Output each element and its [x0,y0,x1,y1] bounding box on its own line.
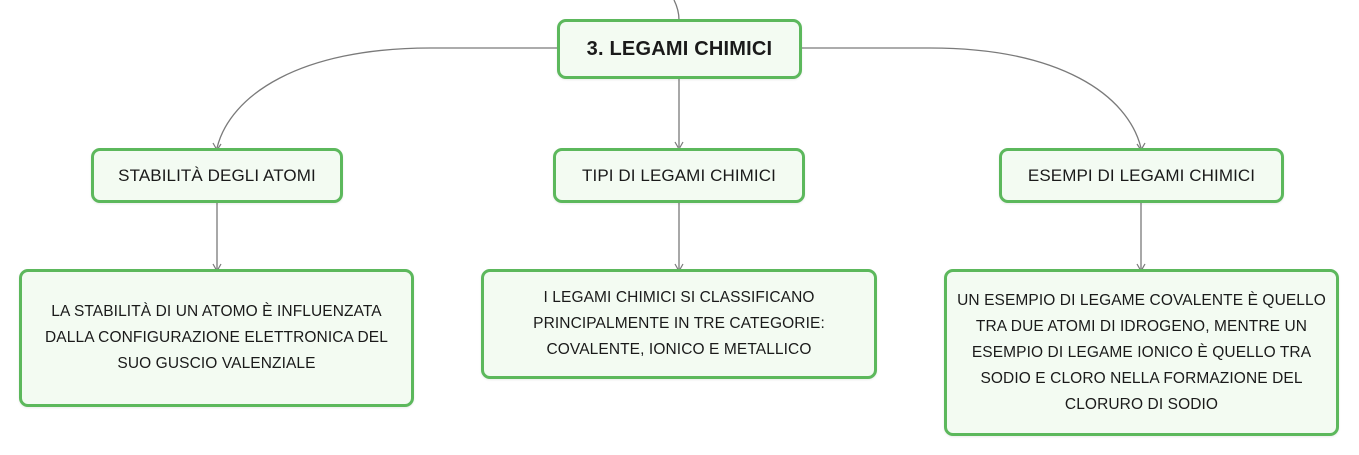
branch-node-label: STABILITÀ DEGLI ATOMI [118,165,316,185]
connector-root-to-examples [801,47,1142,149]
connector-parent-to-root [673,0,680,21]
detail-node-text: UN ESEMPIO DI LEGAME COVALENTE È QUELLO … [957,291,1326,413]
root-node[interactable]: 3. LEGAMI CHIMICI [557,19,802,79]
detail-node-types[interactable]: I LEGAMI CHIMICI SI CLASSIFICANO PRINCIP… [481,269,877,379]
branch-node-stability[interactable]: STABILITÀ DEGLI ATOMI [91,148,343,203]
detail-node-stability[interactable]: LA STABILITÀ DI UN ATOMO È INFLUENZATA D… [19,269,414,407]
detail-node-examples[interactable]: UN ESEMPIO DI LEGAME COVALENTE È QUELLO … [944,269,1339,436]
branch-node-types[interactable]: TIPI DI LEGAMI CHIMICI [553,148,805,203]
detail-node-text: LA STABILITÀ DI UN ATOMO È INFLUENZATA D… [45,303,388,372]
connector-root-to-stability [216,47,558,149]
detail-node-text: I LEGAMI CHIMICI SI CLASSIFICANO PRINCIP… [533,289,825,358]
root-node-label: 3. LEGAMI CHIMICI [586,37,773,60]
branch-node-label: ESEMPI DI LEGAMI CHIMICI [1027,165,1256,185]
branch-node-label: TIPI DI LEGAMI CHIMICI [582,165,776,185]
branch-node-examples[interactable]: ESEMPI DI LEGAMI CHIMICI [999,148,1284,203]
